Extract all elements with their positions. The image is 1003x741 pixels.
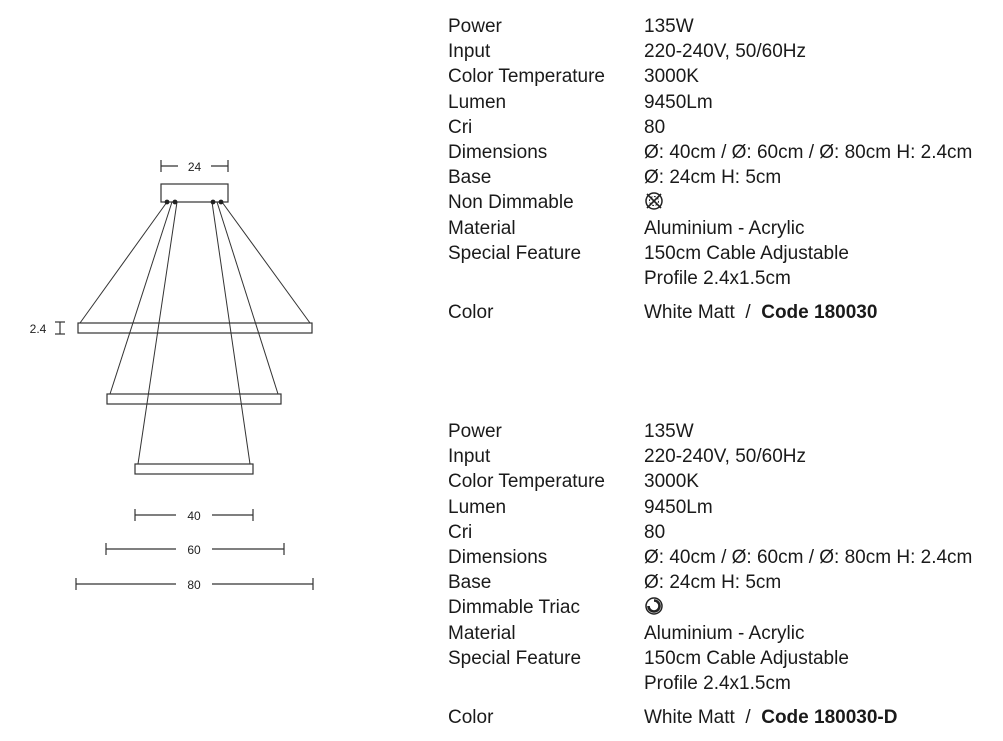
spec-row-color: Color White Matt / Code 180030-D bbox=[448, 705, 998, 730]
spec-label: Color Temperature bbox=[448, 66, 606, 88]
color-value: White Matt bbox=[644, 302, 735, 324]
spec-value: Aluminium - Acrylic bbox=[644, 622, 805, 644]
spec-value: Ø: 24cm H: 5cm bbox=[644, 572, 782, 594]
spec-label: Non Dimmable bbox=[448, 192, 574, 214]
spec-row-base: Base Ø: 24cm H: 5cm bbox=[448, 570, 998, 595]
color-separator: / bbox=[745, 707, 751, 729]
spec-row-material: Material Aluminium - Acrylic bbox=[448, 216, 998, 241]
product-code: Code 180030-D bbox=[761, 707, 898, 729]
spec-row-color-temperature: Color Temperature 3000K bbox=[448, 64, 998, 89]
spec-label: Dimensions bbox=[448, 141, 548, 163]
spec-label: Color Temperature bbox=[448, 471, 606, 493]
ring-height-label: 2.4 bbox=[30, 322, 47, 336]
ring-medium-label: 60 bbox=[187, 543, 201, 557]
base-width-dimension bbox=[160, 160, 229, 172]
spec-row-lumen: Lumen 9450Lm bbox=[448, 495, 998, 520]
spec-row-cri: Cri 80 bbox=[448, 115, 998, 140]
canopy-base bbox=[160, 183, 229, 203]
spec-value: 220-240V, 50/60Hz bbox=[644, 446, 806, 468]
ring-height-dimension bbox=[55, 321, 65, 335]
spec-row-dimming: Non Dimmable bbox=[448, 190, 998, 215]
ring-medium bbox=[106, 393, 282, 405]
spec-value: Profile 2.4x1.5cm bbox=[644, 267, 791, 289]
spec-label: Cri bbox=[448, 521, 473, 543]
spec-value: White Matt / Code 180030 bbox=[644, 300, 998, 325]
base-width-label: 24 bbox=[188, 160, 202, 174]
color-value: White Matt bbox=[644, 707, 735, 729]
spec-row-material: Material Aluminium - Acrylic bbox=[448, 621, 998, 646]
spec-row-power: Power 135W bbox=[448, 14, 998, 39]
spec-row-power: Power 135W bbox=[448, 419, 998, 444]
diameter-small-dimension bbox=[134, 509, 254, 521]
spec-label: Input bbox=[448, 41, 491, 63]
spec-row-profile: Profile 2.4x1.5cm bbox=[448, 671, 998, 696]
spec-row-color: Color White Matt / Code 180030 bbox=[448, 300, 998, 325]
spec-value: 150cm Cable Adjustable bbox=[644, 647, 849, 669]
spec-value bbox=[644, 190, 998, 215]
spec-label: Lumen bbox=[448, 91, 507, 113]
spec-row-lumen: Lumen 9450Lm bbox=[448, 90, 998, 115]
spec-label: Power bbox=[448, 421, 502, 442]
spec-label: Dimensions bbox=[448, 546, 548, 568]
spec-label bbox=[448, 266, 644, 291]
spec-value: 9450Lm bbox=[644, 91, 713, 113]
spec-value: 150cm Cable Adjustable bbox=[644, 242, 849, 264]
spec-row-base: Base Ø: 24cm H: 5cm bbox=[448, 165, 998, 190]
spec-label: Color bbox=[448, 302, 494, 324]
diameter-large-dimension bbox=[75, 578, 314, 590]
spec-value: Ø: 24cm H: 5cm bbox=[644, 167, 782, 189]
ring-large-label: 80 bbox=[187, 578, 201, 592]
non-dimmable-icon bbox=[645, 192, 663, 211]
spec-row-dimming: Dimmable Triac bbox=[448, 595, 998, 620]
ring-large bbox=[77, 322, 313, 334]
spec-value: Aluminium - Acrylic bbox=[644, 217, 805, 239]
dimmable-triac-icon bbox=[645, 597, 663, 616]
spec-value: 9450Lm bbox=[644, 496, 713, 518]
spec-value: 80 bbox=[644, 521, 666, 543]
spec-label bbox=[448, 671, 644, 696]
spec-label: Base bbox=[448, 572, 492, 594]
spec-value bbox=[644, 595, 998, 620]
spec-value: 3000K bbox=[644, 471, 699, 493]
spec-value: 3000K bbox=[644, 66, 699, 88]
spec-row-special-feature: Special Feature 150cm Cable Adjustable bbox=[448, 646, 998, 671]
spec-label: Dimmable Triac bbox=[448, 597, 580, 619]
diameter-medium-dimension bbox=[105, 543, 285, 555]
spec-row-input: Input 220-240V, 50/60Hz bbox=[448, 444, 998, 469]
spec-label: Material bbox=[448, 217, 516, 239]
spec-value: 135W bbox=[644, 421, 694, 442]
spec-row-color-temperature: Color Temperature 3000K bbox=[448, 469, 998, 494]
spec-row-special-feature: Special Feature 150cm Cable Adjustable bbox=[448, 241, 998, 266]
spec-row-input: Input 220-240V, 50/60Hz bbox=[448, 39, 998, 64]
spec-row-dimensions: Dimensions Ø: 40cm / Ø: 60cm / Ø: 80cm H:… bbox=[448, 545, 998, 570]
spec-value: Ø: 40cm / Ø: 60cm / Ø: 80cm H: 2.4cm bbox=[644, 546, 973, 568]
spec-value: 80 bbox=[644, 116, 666, 138]
spec-value: Profile 2.4x1.5cm bbox=[644, 672, 791, 694]
product-code: Code 180030 bbox=[761, 302, 878, 324]
color-separator: / bbox=[745, 302, 751, 324]
spec-label: Power bbox=[448, 16, 502, 37]
spec-label: Lumen bbox=[448, 496, 507, 518]
spec-value: 220-240V, 50/60Hz bbox=[644, 41, 806, 63]
spec-label: Special Feature bbox=[448, 242, 582, 264]
spec-value: White Matt / Code 180030-D bbox=[644, 705, 998, 730]
ring-small-label: 40 bbox=[187, 509, 201, 523]
spec-value: Ø: 40cm / Ø: 60cm / Ø: 80cm H: 2.4cm bbox=[644, 141, 973, 163]
ring-small bbox=[134, 463, 254, 475]
spec-label: Special Feature bbox=[448, 647, 582, 669]
spec-label: Material bbox=[448, 622, 516, 644]
spec-row-dimensions: Dimensions Ø: 40cm / Ø: 60cm / Ø: 80cm H:… bbox=[448, 140, 998, 165]
cable-anchors bbox=[164, 199, 224, 205]
spec-label: Color bbox=[448, 707, 494, 729]
spec-table-dimmable-triac: Power 135W Input 220-240V, 50/60Hz Color T… bbox=[448, 419, 998, 730]
pendant-technical-drawing: 24 2.4 40 60 80 bbox=[30, 160, 314, 592]
spec-row-cri: Cri 80 bbox=[448, 520, 998, 545]
spec-value: 135W bbox=[644, 16, 694, 37]
spec-label: Input bbox=[448, 446, 491, 468]
spec-table-non-dimmable: Power 135W Input 220-240V, 50/60Hz Color T… bbox=[448, 14, 998, 325]
spec-label: Base bbox=[448, 167, 492, 189]
spec-row-profile: Profile 2.4x1.5cm bbox=[448, 266, 998, 291]
spec-label: Cri bbox=[448, 116, 473, 138]
